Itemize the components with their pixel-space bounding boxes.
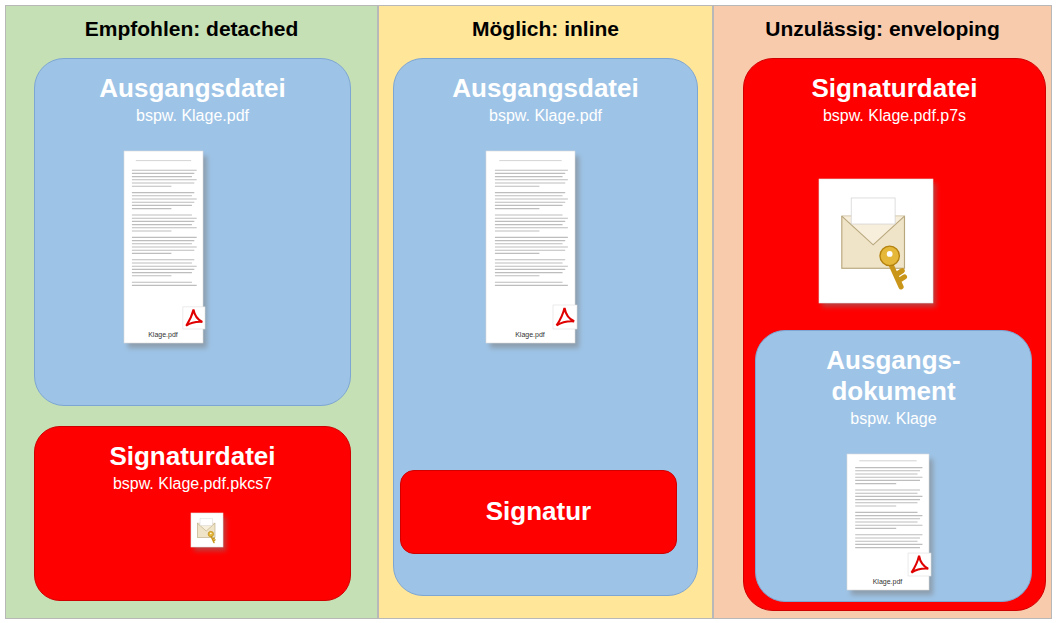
file-name-label: Klage.pdf [124, 331, 203, 338]
box-title: Signaturdatei [109, 441, 275, 472]
box-title: Signatur [486, 496, 591, 527]
source-file-box: Ausgangsdateibspw. Klage.pdfKlage.pdf [34, 58, 351, 406]
column-heading: Möglich: inline [472, 16, 619, 41]
source-document-box: Ausgangs- dokumentbspw. KlageKlage.pdf [755, 330, 1032, 602]
key-symbol [879, 246, 904, 287]
box-title: Ausgangs- dokument [819, 345, 969, 407]
box-subtitle: bspw. Klage.pdf [136, 106, 249, 127]
source-file-box: Ausgangsdateibspw. Klage.pdfSignatur Klag… [393, 58, 698, 596]
box-subtitle: bspw. Klage.pdf.pkcs7 [113, 474, 272, 495]
document-page [847, 454, 929, 590]
text-lines [494, 160, 567, 285]
box-title: Signaturdatei [811, 73, 977, 104]
column-band: Möglich: inlineAusgangsdateibspw. Klage.… [378, 5, 713, 619]
text-lines [131, 160, 196, 285]
signature-icon [191, 513, 227, 551]
text-lines [855, 460, 922, 547]
icon-tile [191, 513, 223, 547]
document-page [486, 151, 575, 343]
pdf-document-icon [486, 151, 581, 349]
column-heading: Unzulässig: enveloping [765, 16, 1000, 41]
icon-tile [819, 179, 933, 303]
pdf-document-icon [124, 151, 209, 349]
signature-file-box: Signaturdateibspw. Klage.pdf.p7sAusgangs… [743, 58, 1046, 611]
key-symbol [208, 531, 215, 542]
column-band: Empfohlen: detachedAusgangsdateibspw. Kl… [5, 5, 378, 619]
pdf-document-icon [847, 454, 935, 596]
pdf-logo [182, 306, 204, 328]
box-subtitle: bspw. Klage.pdf [489, 106, 602, 127]
file-name-label: Klage.pdf [847, 578, 929, 585]
signature-icon [819, 179, 937, 307]
column-band: Unzulässig: envelopingSignaturdateibspw.… [713, 5, 1052, 619]
box-subtitle: bspw. Klage [850, 409, 936, 430]
pdf-logo [908, 553, 931, 576]
signature-box: Signatur [400, 470, 677, 554]
file-name-label: Klage.pdf [486, 331, 575, 338]
box-title: Ausgangsdatei [99, 73, 285, 104]
envelope-symbol [197, 518, 215, 537]
signature-file-box: Signaturdateibspw. Klage.pdf.pkcs7 [34, 426, 351, 601]
pdf-logo [553, 305, 577, 329]
column-heading: Empfohlen: detached [85, 16, 299, 41]
box-subtitle: bspw. Klage.pdf.p7s [823, 106, 966, 127]
box-title: Ausgangsdatei [452, 73, 638, 104]
document-page [124, 151, 203, 343]
envelope-symbol [841, 197, 904, 267]
